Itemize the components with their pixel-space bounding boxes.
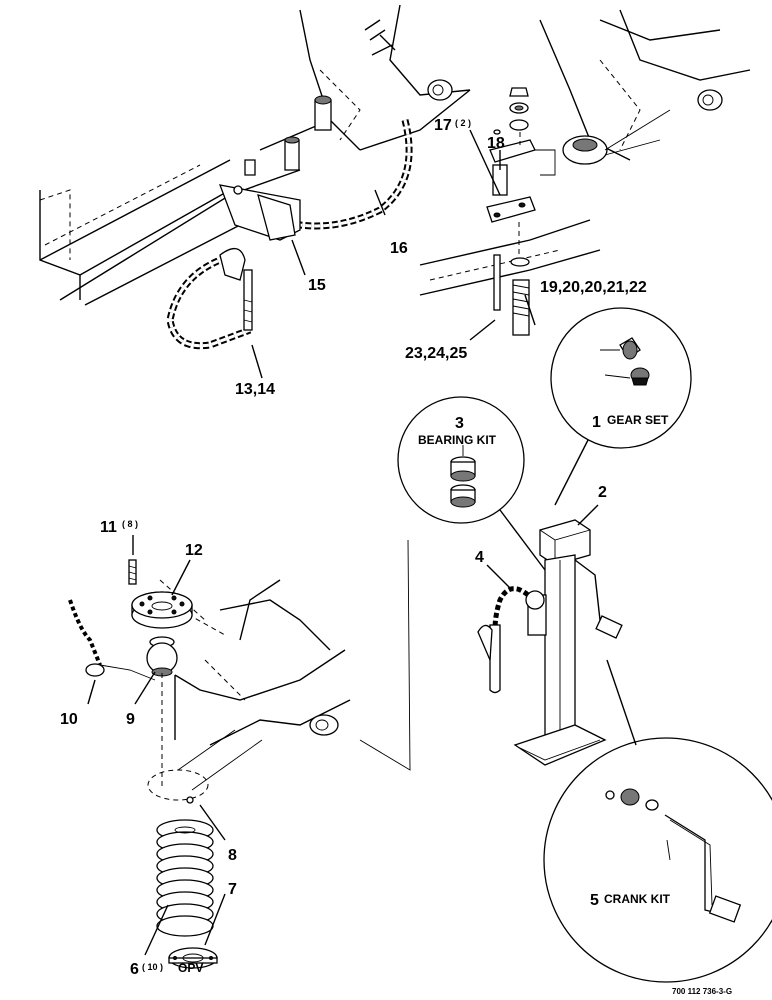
callout-18: 18	[487, 135, 505, 152]
callout-23-25: 23,24,25	[405, 345, 467, 362]
callout-3-text: BEARING KIT	[418, 433, 497, 447]
callout-10: 10	[60, 711, 78, 728]
callout-7: 7	[228, 881, 237, 898]
safety-chain	[166, 19, 413, 350]
chain-bracket	[218, 159, 301, 331]
drawing-number: 700 112 736-3-G	[672, 987, 732, 996]
jack-stand	[477, 519, 623, 766]
bearing-kit-inset	[397, 396, 546, 571]
callout-19-22: 19,20,20,21,22	[540, 279, 647, 296]
gear-set-inset	[550, 307, 692, 506]
callout-6: 6	[130, 961, 139, 978]
callout-2: 2	[598, 484, 607, 501]
callout-1: 1	[592, 414, 601, 431]
callout-6-suffix: OPV	[178, 961, 203, 975]
plate-assembly	[419, 9, 751, 336]
callout-1-text: GEAR SET	[607, 413, 669, 427]
crank-kit-inset	[543, 659, 772, 983]
callout-5-text: CRANK KIT	[604, 892, 671, 906]
callout-15: 15	[308, 277, 326, 294]
callout-17-qty: ( 2 )	[455, 118, 471, 128]
leader-lines	[87, 129, 599, 956]
callout-3: 3	[455, 415, 464, 432]
callout-13-14: 13,14	[235, 381, 275, 398]
frame-tongue-top-left	[39, 4, 471, 306]
callout-8: 8	[228, 847, 237, 864]
callout-9: 9	[126, 711, 135, 728]
callout-12: 12	[185, 542, 203, 559]
callout-17: 17	[434, 117, 452, 134]
callout-11: 11	[100, 519, 117, 536]
callout-5: 5	[590, 892, 599, 909]
callout-4: 4	[475, 549, 484, 566]
callout-labels: 1 GEAR SET 2 3 BEARING KIT 4 5 CRANK KIT…	[60, 117, 732, 996]
swivel-assembly	[68, 539, 411, 969]
callout-11-qty: ( 8 )	[122, 519, 138, 529]
callout-6-qty: ( 10 )	[142, 962, 163, 972]
callout-16: 16	[390, 240, 408, 257]
